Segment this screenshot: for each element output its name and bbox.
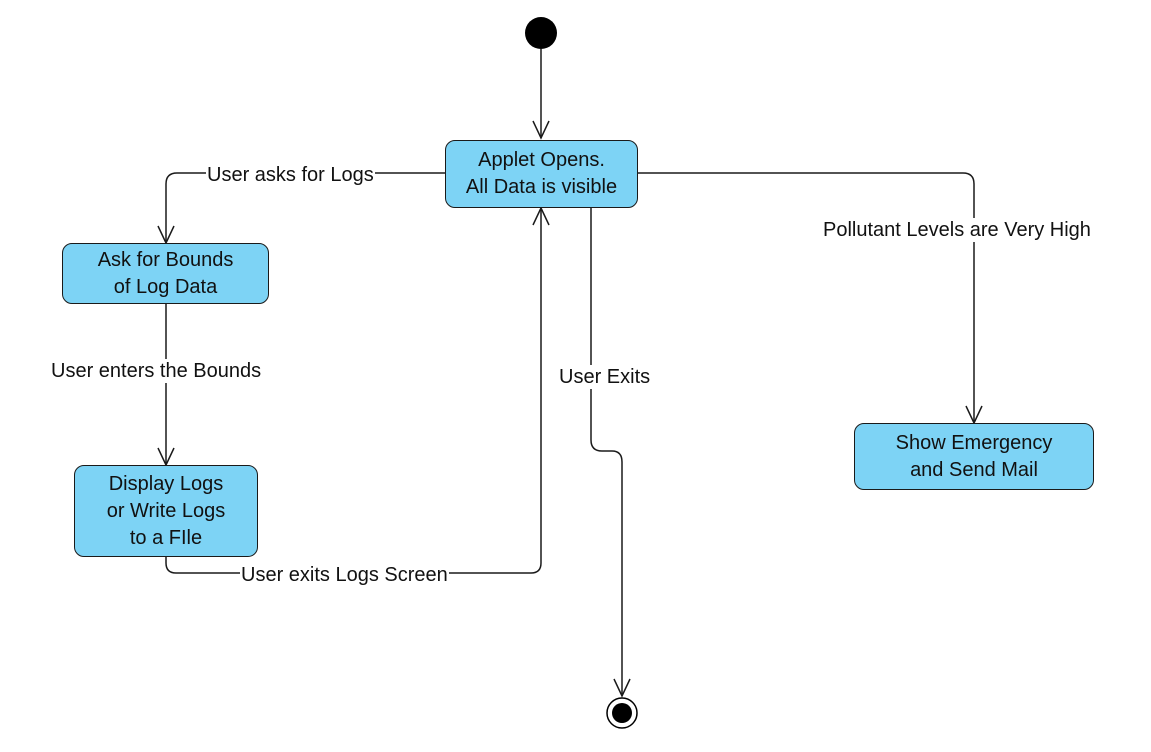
state-label-line: of Log Data [113, 275, 218, 298]
state-label-line: to a FIle [129, 526, 203, 549]
final-node [606, 697, 638, 729]
state-applet-opens: Applet Opens. All Data is visible [445, 140, 638, 208]
state-ask-for-bounds: Ask for Bounds of Log Data [62, 243, 269, 304]
edge-initial-to-applet [532, 49, 550, 140]
state-label-line: and Send Mail [910, 458, 1038, 481]
state-label-line: Display Logs [108, 472, 224, 495]
state-label-line: Ask for Bounds [97, 248, 234, 271]
edge-label-user-exits-logs-screen: User exits Logs Screen [240, 563, 449, 587]
initial-node [525, 17, 557, 49]
state-label-line: Show Emergency [895, 431, 1053, 454]
state-display-logs: Display Logs or Write Logs to a FIle [74, 465, 258, 557]
edge-label-user-enters-bounds: User enters the Bounds [50, 359, 263, 383]
edge-user-exits [590, 208, 631, 698]
state-label-line: All Data is visible [465, 176, 618, 198]
state-label-line: Applet Opens. [478, 149, 605, 171]
state-show-emergency: Show Emergency and Send Mail [854, 423, 1094, 490]
edge-user-enters-bounds [157, 304, 175, 467]
edge-label-pollutant-levels-high: Pollutant Levels are Very High [822, 218, 1092, 242]
state-label-line: or Write Logs [106, 499, 226, 522]
edge-pollutant-levels-high [638, 172, 983, 425]
edge-label-user-exits: User Exits [558, 365, 652, 389]
edge-label-user-asks-for-logs: User asks for Logs [206, 163, 375, 187]
